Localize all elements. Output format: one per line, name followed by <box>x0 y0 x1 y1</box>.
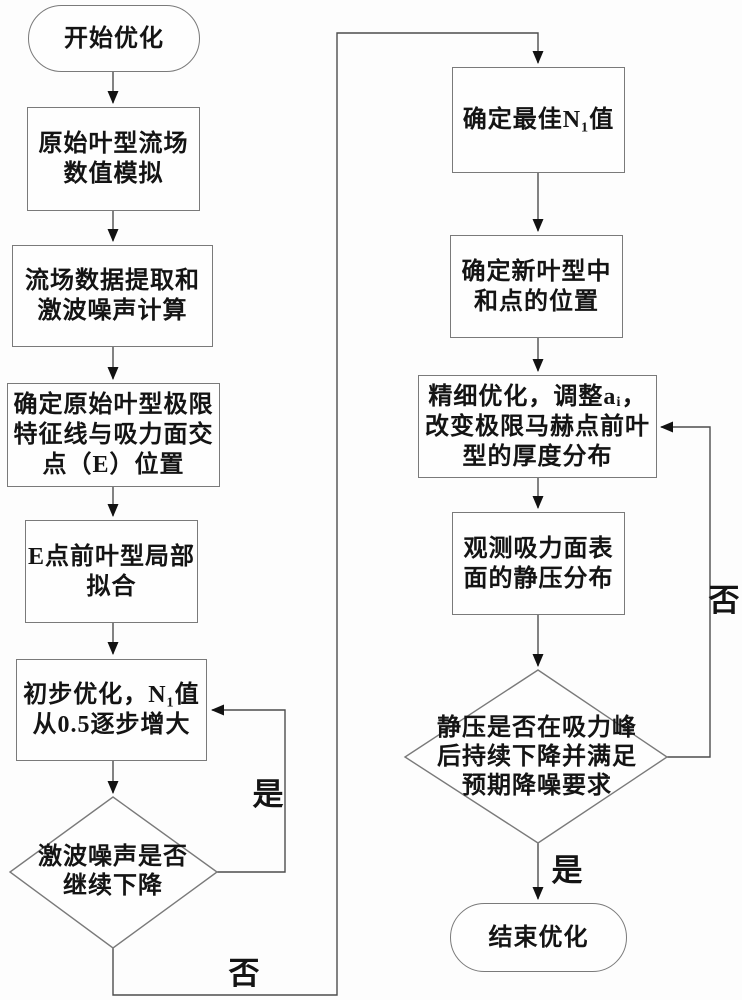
decision-pressure-text: 静压是否在吸力峰 后持续下降并满足 预期降噪要求 <box>437 714 637 799</box>
connector-decision1-no-path <box>112 32 544 996</box>
process-local-fitting: E点前叶型局部 拟合 <box>25 520 198 623</box>
process-observe-pressure: 观测吸力面表 面的静压分布 <box>452 512 625 615</box>
decision-diamond-pressure <box>403 669 669 844</box>
process-fine-optimization: 精细优化，调整aᵢ， 改变极限马赫点前叶 型的厚度分布 <box>418 375 657 478</box>
decision-diamond-noise-drop <box>8 796 219 949</box>
process-preliminary-optimization: 初步优化，N₁值 从0.5逐步增大 <box>16 659 207 761</box>
end-terminator: 结束优化 <box>450 903 627 972</box>
branch-label-yes-right: 是 <box>551 852 583 888</box>
branch-label-yes-left: 是 <box>252 776 284 812</box>
branch-label-no-left: 否 <box>228 955 260 991</box>
decision-noise-drop-text: 激波噪声是否 继续下降 <box>38 844 188 899</box>
connector-decision2-no-loop <box>660 421 711 758</box>
start-terminator: 开始优化 <box>28 5 200 72</box>
process-locate-point-e: 确定原始叶型极限 特征线与吸力面交 点（E）位置 <box>7 383 220 487</box>
process-data-extraction: 流场数据提取和 激波噪声计算 <box>12 245 213 347</box>
process-best-n1: 确定最佳N₁值 <box>452 67 625 173</box>
branch-label-no-right: 否 <box>708 582 740 618</box>
process-initial-simulation: 原始叶型流场 数值模拟 <box>27 107 200 211</box>
process-neutral-point: 确定新叶型中 和点的位置 <box>450 235 623 338</box>
connector-decision1-yes-loop <box>211 704 286 873</box>
